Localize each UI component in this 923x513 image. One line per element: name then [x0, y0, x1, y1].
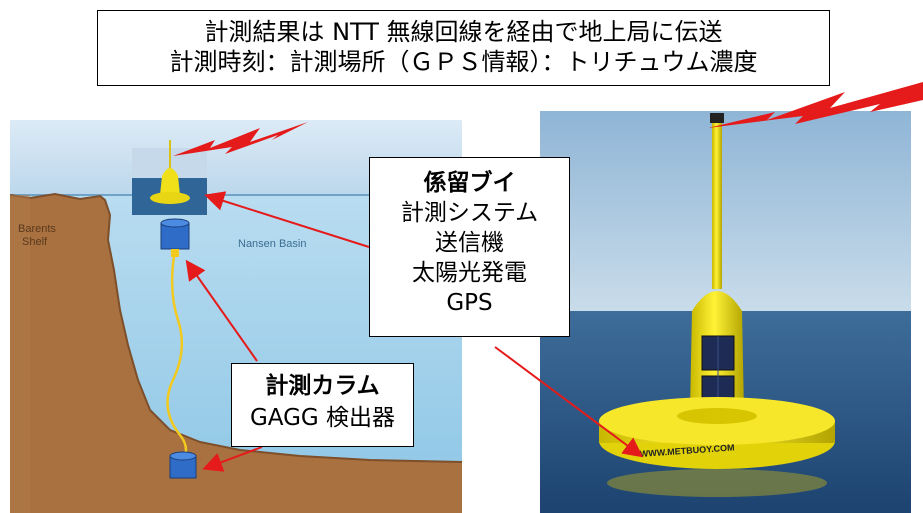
- upper-canister: [160, 218, 190, 257]
- buoy-mast: [712, 121, 722, 289]
- header-box: 計測結果は NTT 無線回線を経由で地上局に伝送 計測時刻：計測場所（ＧＰＳ情報…: [97, 10, 830, 86]
- label-nansen: Nansen Basin: [238, 238, 307, 250]
- buoy-photo: WWW.METBUOY.COM: [540, 111, 911, 513]
- buoy-callout-title: 係留ブイ: [423, 170, 516, 196]
- buoy-inset-photo: [132, 140, 207, 215]
- photo-sky: [540, 111, 911, 311]
- column-callout-subtitle: GAGG 検出器: [249, 405, 396, 431]
- buoy-callout-item: 計測システム: [400, 200, 539, 226]
- mooring-line: [166, 249, 188, 466]
- buoy-callout-item: 送信機: [435, 230, 504, 256]
- label-barents-1: Barents: [18, 223, 56, 235]
- buoy-callout: 係留ブイ 計測システム 送信機 太陽光発電 GPS: [369, 157, 570, 337]
- signal-bolt-left: [173, 122, 308, 156]
- header-line-2: 計測時刻：計測場所（ＧＰＳ情報）：トリチュウム濃度: [169, 48, 758, 76]
- header-line-1: 計測結果は NTT 無線回線を経由で地上局に伝送: [204, 18, 723, 46]
- column-callout: 計測カラム GAGG 検出器: [231, 363, 414, 447]
- buoy-callout-item: 太陽光発電: [412, 260, 527, 286]
- label-barents-2: Shelf: [22, 236, 48, 248]
- column-callout-title: 計測カラム: [265, 373, 380, 399]
- shelf-land: [10, 194, 462, 513]
- buoy-callout-item: GPS: [446, 290, 493, 316]
- lower-canister: [169, 451, 197, 479]
